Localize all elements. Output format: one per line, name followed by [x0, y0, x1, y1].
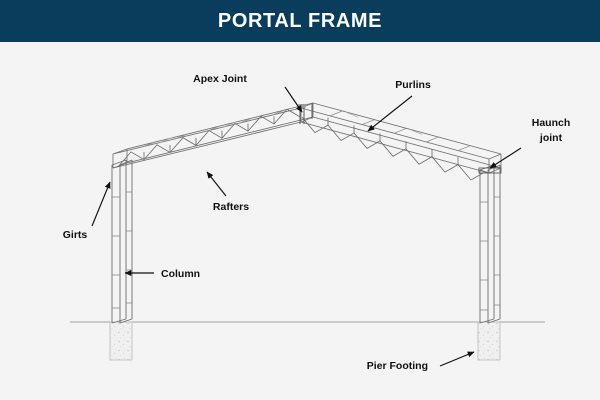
purlins-right [329, 110, 471, 151]
portal-frame-drawing: Apex Joint Purlins Haunch joint Girts Ra… [63, 73, 571, 372]
column-right [479, 164, 501, 324]
girts-right [480, 196, 500, 311]
pier-footing-left [109, 321, 133, 361]
diagram-canvas: Apex Joint Purlins Haunch joint Girts Ra… [0, 42, 600, 400]
annotation-leaders [91, 86, 522, 367]
leader-girts [91, 181, 111, 227]
label-rafters: Rafters [213, 201, 249, 213]
pier-footing-right [477, 321, 501, 361]
label-column: Column [161, 268, 200, 280]
leader-apex-joint [284, 86, 303, 113]
page-title: PORTAL FRAME [217, 9, 383, 32]
purlins-left [143, 110, 285, 147]
rafter-left [112, 102, 314, 169]
label-purlins: Purlins [395, 79, 431, 91]
label-pier-footing: Pier Footing [367, 360, 428, 372]
label-apex-joint: Apex Joint [193, 73, 247, 85]
label-haunch-joint-line2: joint [539, 132, 563, 144]
column-left [111, 159, 133, 324]
leader-pier-footing [439, 351, 475, 367]
truss-web-right [301, 116, 485, 181]
leader-haunch-joint [489, 147, 522, 169]
truss-web-left [117, 108, 301, 168]
leader-purlins [367, 95, 413, 132]
leader-rafters [206, 171, 227, 197]
header-bar: PORTAL FRAME [0, 0, 600, 42]
label-girts: Girts [63, 229, 88, 241]
roof-panel-joints-left [159, 121, 237, 143]
rafter-right [300, 102, 502, 181]
label-haunch-joint-line1: Haunch [532, 117, 571, 129]
roof-panel-joints-right [345, 111, 423, 135]
girts-left [112, 191, 132, 309]
